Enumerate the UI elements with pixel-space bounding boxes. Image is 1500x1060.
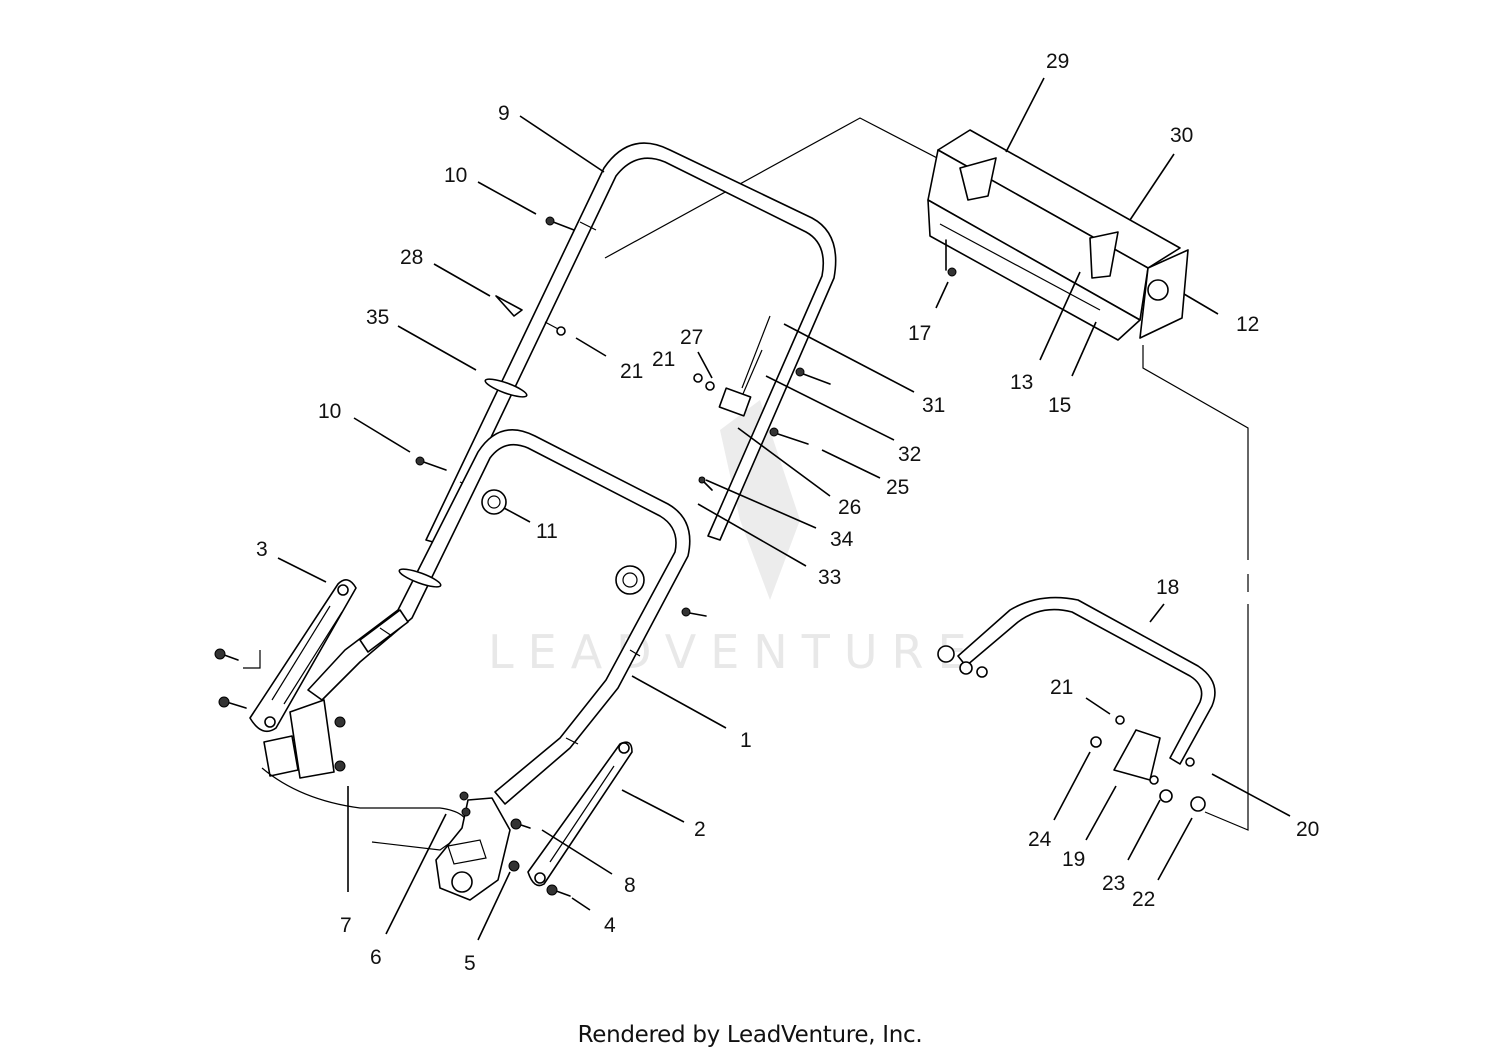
left-bracket-plate (214, 579, 357, 733)
callout-15: 15 (1048, 394, 1071, 417)
callout-10-top: 10 (444, 164, 467, 187)
callout-6: 6 (370, 946, 382, 969)
handle-knobs (481, 489, 645, 595)
callout-5: 5 (464, 952, 476, 975)
callout-24: 24 (1028, 828, 1052, 851)
right-deck-bracket (435, 791, 520, 901)
callout-35: 35 (366, 306, 389, 329)
footer-credit: Rendered by LeadVenture, Inc. (577, 1022, 923, 1048)
left-deck-bracket (261, 699, 469, 851)
callout-33: 33 (818, 566, 841, 589)
callout-25: 25 (886, 476, 909, 499)
callout-34: 34 (830, 528, 854, 551)
callout-11: 11 (536, 520, 558, 543)
callout-21-switch: 21 (652, 348, 675, 371)
callout-22: 22 (1132, 888, 1155, 911)
callout-12: 12 (1236, 313, 1259, 336)
control-box (927, 129, 1189, 341)
callout-4: 4 (604, 914, 616, 937)
callout-9: 9 (498, 102, 510, 125)
callout-32: 32 (898, 443, 921, 466)
callout-10-mid: 10 (318, 400, 341, 423)
callout-19: 19 (1062, 848, 1085, 871)
callout-1: 1 (740, 729, 752, 752)
watermark: LEADVENTURE (488, 400, 981, 679)
right-bracket-plate (510, 741, 633, 897)
callout-30: 30 (1170, 124, 1193, 147)
callout-29: 29 (1046, 50, 1069, 73)
switch-assembly (693, 315, 771, 491)
callout-2: 2 (694, 818, 706, 841)
callout-21-handle: 21 (620, 360, 643, 383)
leader-lines (277, 77, 1291, 941)
callout-18: 18 (1156, 576, 1179, 599)
lower-handle (307, 428, 691, 805)
callout-28: 28 (400, 246, 423, 269)
watermark-text: LEADVENTURE (488, 625, 981, 679)
callout-20: 20 (1296, 818, 1319, 841)
callout-3: 3 (256, 538, 268, 561)
callout-13: 13 (1010, 371, 1033, 394)
callout-26: 26 (838, 496, 861, 519)
bail-lever (937, 596, 1216, 812)
callout-31: 31 (922, 394, 945, 417)
callout-21-bail: 21 (1050, 676, 1073, 699)
callout-8: 8 (624, 874, 636, 897)
callout-17: 17 (908, 322, 931, 345)
callout-27: 27 (680, 326, 703, 349)
callout-7: 7 (340, 914, 352, 937)
callout-labels: 1 2 3 4 5 6 7 8 9 10 10 11 12 13 15 17 1… (256, 50, 1319, 975)
callout-23: 23 (1102, 872, 1125, 895)
handle-hardware (398, 216, 831, 617)
